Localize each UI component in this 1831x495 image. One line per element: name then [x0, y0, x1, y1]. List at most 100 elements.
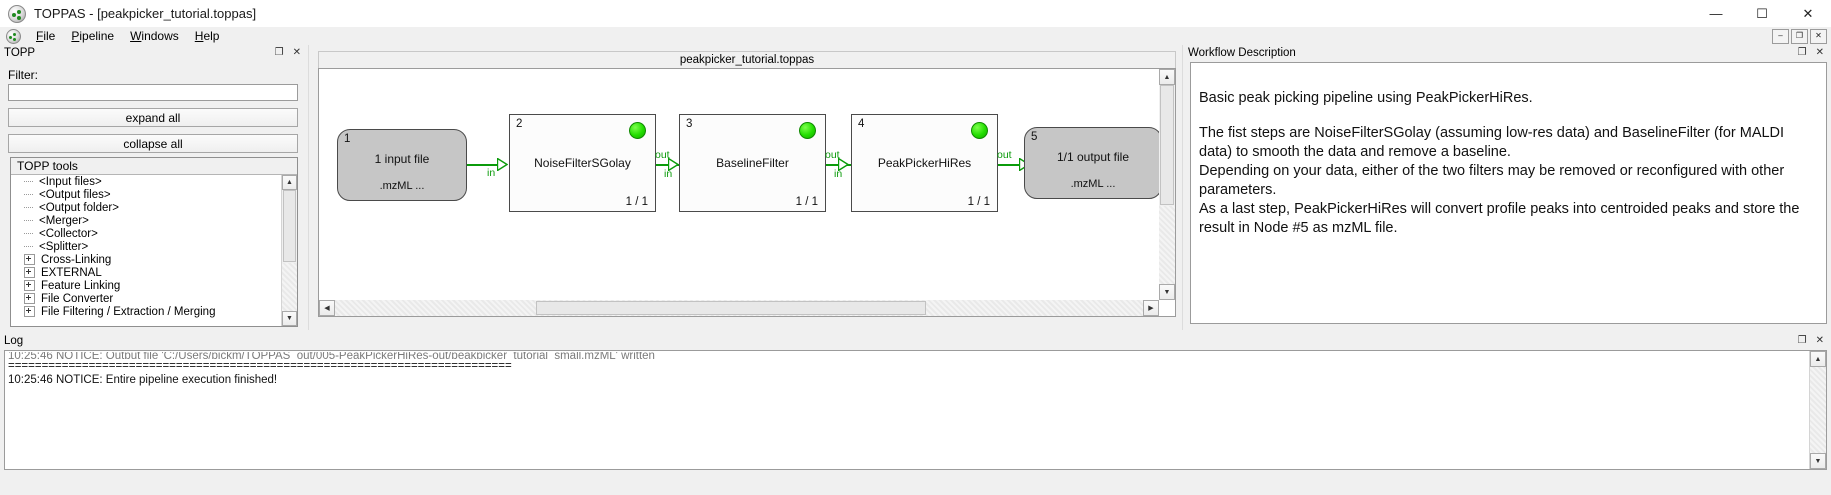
node-label: 1 input file: [374, 152, 430, 167]
mdi-minimize-button[interactable]: –: [1772, 28, 1789, 44]
log-lines: 10:25:46 NOTICE: Output file 'C:/Users/p…: [5, 351, 1810, 469]
log-line: 10:25:46 NOTICE: Entire pipeline executi…: [8, 374, 278, 386]
close-button[interactable]: ✕: [1802, 5, 1814, 21]
log-scrollbar[interactable]: ▲ ▼: [1809, 351, 1826, 469]
node-number: 2: [516, 118, 523, 130]
tree-body: <Input files> <Output files> <Output fol…: [11, 175, 282, 326]
workflow-description-panel: Workflow Description ❐ ✕ Basic peak pick…: [1184, 45, 1831, 330]
scroll-down-icon[interactable]: ▼: [282, 311, 297, 326]
port-out-label: out: [655, 149, 670, 161]
tree-item-label: <Collector>: [39, 227, 98, 240]
mdi-window-controls: – ❐ ✕: [1772, 28, 1831, 44]
expand-plus-icon[interactable]: [24, 280, 35, 291]
scroll-up-icon[interactable]: ▲: [282, 175, 297, 190]
menu-pipeline[interactable]: Pipeline: [71, 29, 115, 43]
scrollbar-thumb[interactable]: [1160, 85, 1174, 205]
menu-file-label: ile: [43, 29, 56, 43]
collapse-all-button[interactable]: collapse all: [8, 134, 298, 153]
expand-plus-icon[interactable]: [24, 267, 35, 278]
expand-plus-icon[interactable]: [24, 293, 35, 304]
node-4-peakpickerhires[interactable]: 4 PeakPickerHiRes 1 / 1: [851, 114, 998, 212]
scroll-up-icon[interactable]: ▲: [1159, 69, 1175, 85]
document-icon: [6, 28, 21, 44]
window-title: TOPPAS - [peakpicker_tutorial.toppas]: [34, 6, 257, 21]
topp-float-icon[interactable]: ❐: [274, 47, 284, 58]
menu-help[interactable]: Help: [194, 29, 220, 43]
node-3-baselinefilter[interactable]: 3 BaselineFilter 1 / 1: [679, 114, 826, 212]
expand-plus-icon[interactable]: [24, 254, 35, 265]
tree-item[interactable]: Feature Linking: [11, 279, 282, 292]
tree-item[interactable]: File Filtering / Extraction / Merging: [11, 305, 282, 318]
tree-item[interactable]: <Collector>: [11, 227, 282, 240]
description-panel-header: Workflow Description ❐ ✕: [1184, 45, 1831, 60]
log-line: ========================================…: [8, 360, 512, 372]
log-panel: Log ❐ ✕ 10:25:46 NOTICE: Output file 'C:…: [0, 333, 1831, 495]
pipeline-tab-title[interactable]: peakpicker_tutorial.toppas: [318, 51, 1176, 68]
left-splitter[interactable]: [308, 45, 311, 330]
description-float-icon[interactable]: ❐: [1797, 47, 1807, 58]
tree-item-label: <Merger>: [39, 214, 89, 227]
log-close-icon[interactable]: ✕: [1815, 335, 1824, 346]
port-out-label: out: [997, 149, 1012, 161]
scroll-down-icon[interactable]: ▼: [1810, 453, 1826, 469]
tree-scrollbar[interactable]: ▲ ▼: [281, 175, 297, 326]
node-5-output-file[interactable]: 5 1/1 output file .mzML ...: [1024, 127, 1159, 199]
scroll-right-icon[interactable]: ▶: [1143, 300, 1159, 316]
menu-windows-label: indows: [141, 29, 179, 43]
filter-input[interactable]: [8, 84, 298, 101]
scroll-down-icon[interactable]: ▼: [1159, 284, 1175, 300]
tree-item[interactable]: <Splitter>: [11, 240, 282, 253]
expand-all-button[interactable]: expand all: [8, 108, 298, 127]
tree-leaf-dash-icon: [24, 232, 33, 235]
menu-file[interactable]: File: [36, 29, 56, 43]
scrollbar-thumb[interactable]: [283, 190, 296, 262]
menu-pipeline-label: ipeline: [79, 29, 115, 43]
canvas-vertical-scrollbar[interactable]: ▲ ▼: [1159, 69, 1175, 300]
tree-leaf-dash-icon: [24, 219, 33, 222]
canvas-horizontal-scrollbar[interactable]: ◀ ▶: [319, 300, 1159, 316]
scrollbar-track[interactable]: [1810, 367, 1826, 453]
scrollbar-track[interactable]: [1159, 206, 1175, 284]
tree-item[interactable]: Cross-Linking: [11, 253, 282, 266]
window-controls: — ☐ ✕: [1693, 0, 1831, 27]
menu-windows[interactable]: Windows: [130, 29, 179, 43]
scrollbar-thumb[interactable]: [536, 301, 926, 315]
topp-panel-header: TOPP ❐ ✕: [0, 45, 308, 60]
log-float-icon[interactable]: ❐: [1797, 335, 1807, 346]
minimize-button[interactable]: —: [1709, 6, 1723, 21]
tree-item[interactable]: <Input files>: [11, 175, 282, 188]
mdi-close-button[interactable]: ✕: [1810, 28, 1827, 44]
pipeline-canvas[interactable]: 1 1 input file .mzML ... in 2 NoiseFilte…: [318, 68, 1176, 317]
tree-item[interactable]: EXTERNAL: [11, 266, 282, 279]
port-in-label: in: [834, 168, 843, 180]
menu-help-label: elp: [203, 29, 220, 43]
tree-item[interactable]: <Output files>: [11, 188, 282, 201]
tree-leaf-dash-icon: [24, 206, 33, 209]
tree-item[interactable]: <Output folder>: [11, 201, 282, 214]
description-paragraph: The fist steps are NoiseFilterSGolay (as…: [1199, 125, 1800, 236]
menu-bar: File Pipeline Windows Help – ❐ ✕: [0, 27, 1831, 45]
description-paragraph: Basic peak picking pipeline using PeakPi…: [1199, 90, 1533, 106]
scrollbar-track[interactable]: [282, 263, 297, 311]
pipeline-canvas-inner[interactable]: 1 1 input file .mzML ... in 2 NoiseFilte…: [319, 69, 1159, 300]
log-line: 10:25:46 NOTICE: Output file 'C:/Users/p…: [8, 352, 655, 359]
node-ratio: 1 / 1: [625, 196, 648, 208]
scroll-left-icon[interactable]: ◀: [319, 300, 335, 316]
topp-close-icon[interactable]: ✕: [292, 47, 301, 58]
tree-item[interactable]: File Converter: [11, 292, 282, 305]
mdi-restore-button[interactable]: ❐: [1791, 28, 1808, 44]
expand-plus-icon[interactable]: [24, 306, 35, 317]
description-text-area[interactable]: Basic peak picking pipeline using PeakPi…: [1190, 62, 1827, 324]
node-2-noisefiltersgolay[interactable]: 2 NoiseFilterSGolay 1 / 1: [509, 114, 656, 212]
scroll-up-icon[interactable]: ▲: [1810, 351, 1826, 367]
node-label: NoiseFilterSGolay: [534, 156, 631, 170]
maximize-button[interactable]: ☐: [1756, 5, 1768, 21]
node-1-input-file[interactable]: 1 1 input file .mzML ...: [337, 129, 467, 201]
description-close-icon[interactable]: ✕: [1815, 47, 1824, 58]
log-text-area[interactable]: 10:25:46 NOTICE: Output file 'C:/Users/p…: [4, 350, 1827, 470]
node-ratio: 1 / 1: [967, 196, 990, 208]
port-out-label: out: [825, 149, 840, 161]
right-splitter[interactable]: [1182, 45, 1185, 330]
tree-item[interactable]: <Merger>: [11, 214, 282, 227]
